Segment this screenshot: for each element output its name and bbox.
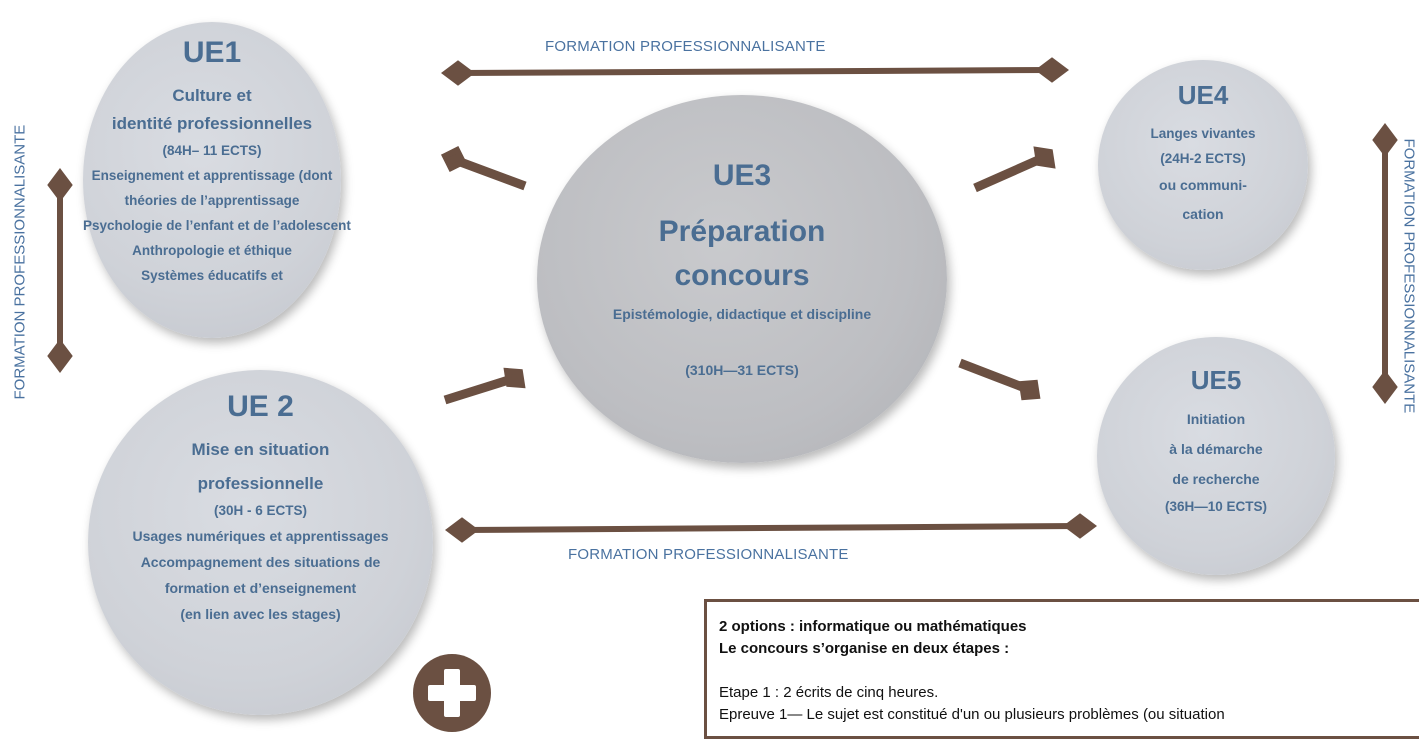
ue1-circle: UE1 Culture et identité professionnelles… [83,22,351,338]
ue3-heading: Préparation [658,215,826,248]
ue2-line: professionnelle [197,474,324,493]
ue3-circle: UE3 Préparation concours Epistémologie, … [537,95,947,463]
connector-bottom [461,523,1081,533]
ue1-line: Systèmes éducatifs et [141,268,283,283]
info-epreuve1: Epreuve 1— Le sujet est constitué d'un o… [719,706,1225,723]
ue4-line: cation [1182,206,1224,222]
connector-top-end-right [1035,57,1069,83]
info-options: 2 options : informatique ou mathématique… [719,618,1027,635]
ue5-line: de recherche [1172,471,1260,487]
ue1-line: identité professionnelles [111,114,313,133]
link-ue2-ue3 [443,373,517,405]
ue4-hours: (24H-2 ECTS) [1160,151,1246,166]
ue4-line: ou communi- [1159,177,1247,193]
ue1-line: Psychologie de l’enfant et de l’adolesce… [83,218,351,233]
ue4-title: UE4 [1177,80,1229,110]
ue2-line: formation et d’enseignement [164,580,357,596]
ue2-hours: (30H - 6 ECTS) [213,503,308,518]
ue5-hours: (36H—10 ECTS) [1164,499,1268,514]
link-ue1-ue3 [453,155,527,191]
ue2-line: Usages numériques et apprentissages [132,528,389,544]
plus-icon[interactable] [413,654,491,732]
connector-bottom-end-right [1063,513,1097,539]
concours-info-box: 2 options : informatique ou mathématique… [704,599,1419,739]
ue3-subtitle: Epistémologie, didactique et discipline [612,306,872,322]
ue1-hours: (84H– 11 ECTS) [162,143,262,158]
banner-top: FORMATION PROFESSIONNALISANTE [545,38,826,55]
ue5-line: Initiation [1186,411,1246,427]
ue1-title: UE1 [182,36,242,69]
ue2-title: UE 2 [227,390,294,423]
ue1-line: Enseignement et apprentissage (dont [91,168,333,183]
plus-icon-horizontal [428,685,476,701]
connector-left-end-bottom [47,339,73,373]
ue5-circle: UE5 Initiation à la démarche de recherch… [1097,337,1335,575]
ue4-circle: UE4 Langes vivantes (24H-2 ECTS) ou comm… [1098,60,1308,270]
connector-right-end-top [1372,123,1398,157]
info-spacer [719,660,1419,682]
connectors-layer [47,57,1398,543]
connector-top [457,67,1053,76]
connector-top-end-left [441,60,475,86]
ue2-line: (en lien avec les stages) [180,606,341,622]
connector-right-end-bottom [1372,370,1398,404]
ue2-line: Accompagnement des situations de [140,554,381,570]
info-etape1: Etape 1 : 2 écrits de cinq heures. [719,684,939,701]
ue1-line: Anthropologie et éthique [132,243,292,258]
connector-left-end-top [47,168,73,202]
ue1-line: théories de l’apprentissage [124,193,300,208]
ue1-line: Culture et [172,86,252,105]
banner-left: FORMATION PROFESSIONNALISANTE [11,124,29,400]
ue2-circle: UE 2 Mise en situation professionnelle (… [88,370,433,715]
ue5-title: UE5 [1190,365,1242,395]
ue5-line: à la démarche [1169,441,1263,457]
link-ue4-ue3 [973,152,1047,193]
info-organisation: Le concours s’organise en deux étapes : [719,640,1010,657]
connector-bottom-end-left [445,517,479,543]
ue4-line: Langes vivantes [1150,126,1256,141]
banner-bottom: FORMATION PROFESSIONNALISANTE [568,546,849,563]
banner-right: FORMATION PROFESSIONNALISANTE [1400,138,1418,414]
ue3-heading: concours [674,259,810,292]
link-ue5-ue3 [958,358,1032,395]
ue3-hours: (310H—31 ECTS) [685,362,799,378]
ue2-line: Mise en situation [191,440,330,459]
ue3-title: UE3 [712,159,772,192]
